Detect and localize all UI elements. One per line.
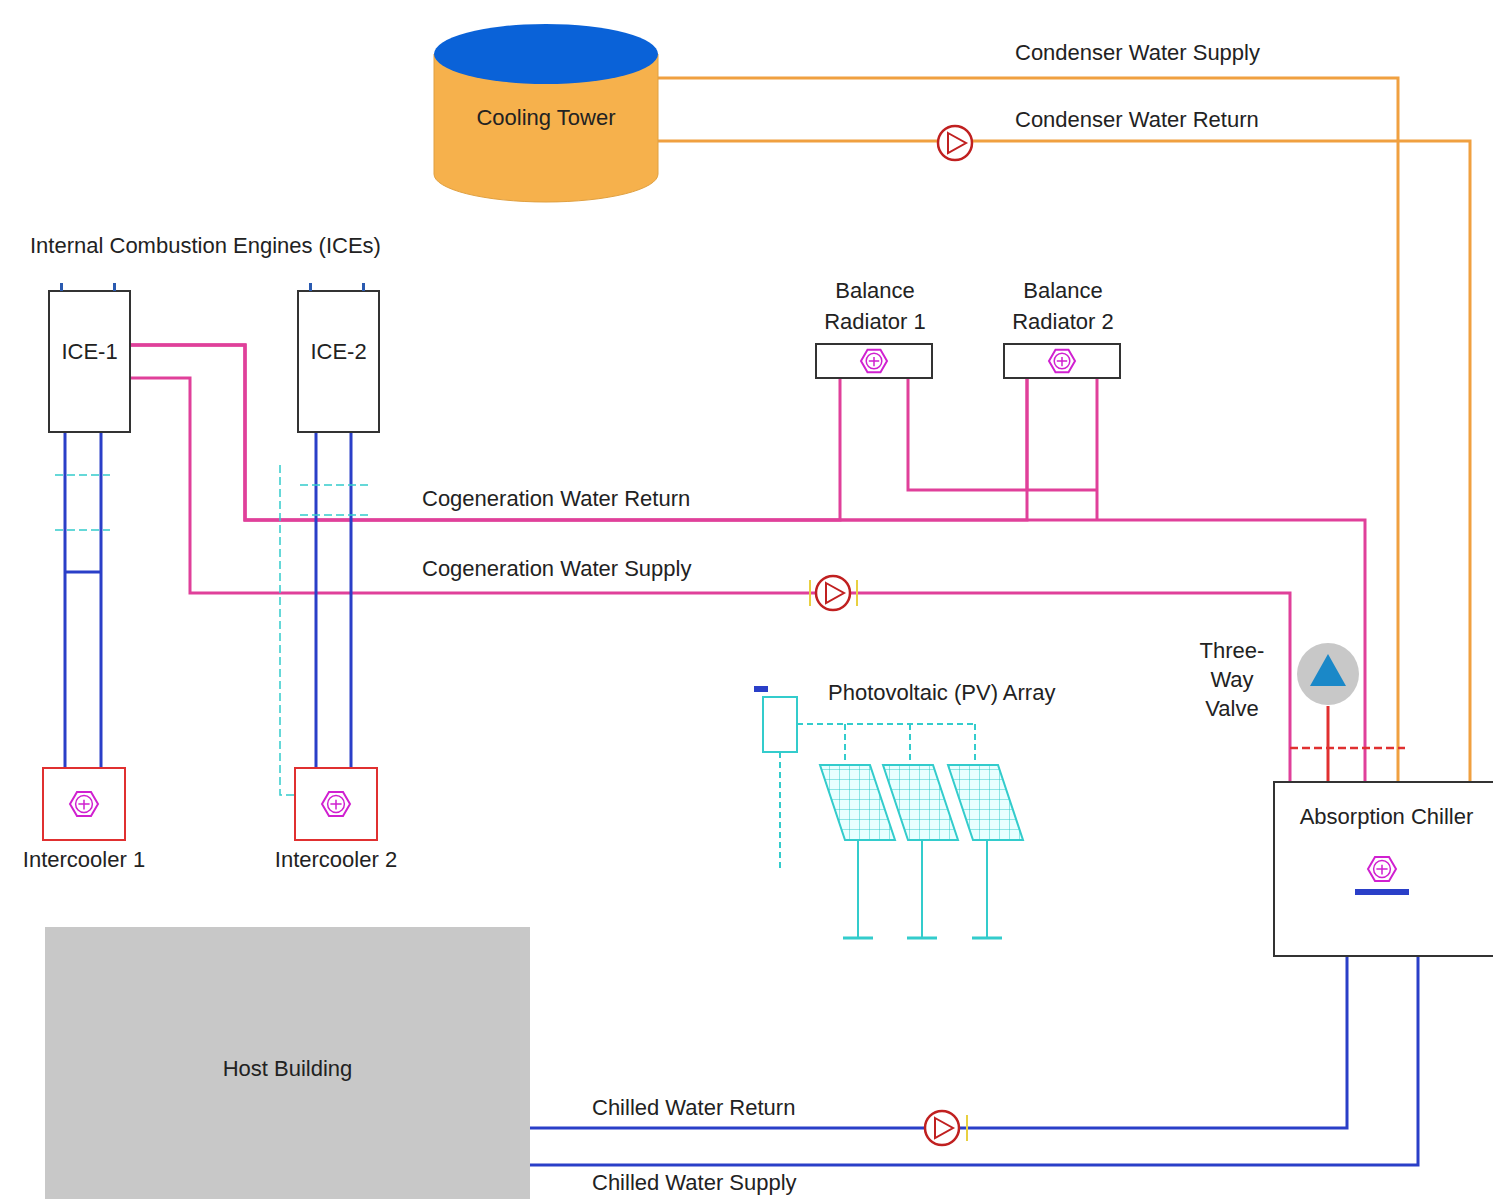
- equipment-cooler: Intercooler 1: [6, 767, 162, 879]
- vent-cap: [60, 283, 116, 291]
- fan-ring: [328, 796, 345, 813]
- equipment-box: ICE-2: [297, 290, 380, 433]
- vent-cap: [309, 283, 365, 291]
- fan-symbol: [1047, 346, 1077, 376]
- equipment-label: ICE-2: [299, 292, 378, 366]
- fan-mark: [78, 800, 89, 810]
- hexagon: [70, 792, 98, 816]
- valve-symbol: [1296, 642, 1360, 706]
- intercooler-pipe: [65, 433, 351, 767]
- pipe-label: Condenser Water Supply: [1015, 40, 1260, 66]
- pipe-connector: [530, 957, 1418, 1165]
- equipment-label: Intercooler 1: [6, 846, 162, 874]
- pipe-connector: [131, 345, 840, 520]
- equipment-rad: Balance Radiator 2: [993, 275, 1133, 379]
- fan-mark: [869, 357, 879, 366]
- valve-link: [1290, 747, 1405, 750]
- pipe-label: Chilled Water Supply: [592, 1170, 797, 1196]
- annotation-label: Photovoltaic (PV) Array: [828, 680, 1055, 706]
- hexagon: [861, 350, 887, 373]
- radiator-box: [815, 343, 933, 379]
- pump-symbol: [925, 1111, 967, 1145]
- fan-symbol: [1366, 853, 1398, 885]
- pipe-connector: [64, 433, 67, 767]
- intercooler-box: [294, 767, 378, 841]
- valve-triangle: [1310, 654, 1346, 686]
- fan-symbol: [68, 788, 100, 820]
- equipment-tower: Cooling Tower: [432, 14, 660, 204]
- radiator-box: [1003, 343, 1121, 379]
- pipe-connector: [658, 78, 1398, 781]
- pipe-connector: [131, 378, 1290, 781]
- equipment-chiller: Absorption Chiller: [1273, 781, 1493, 957]
- equipment-label: Intercooler 2: [258, 846, 414, 874]
- intercooler-box: [42, 767, 126, 841]
- fan-mark: [330, 800, 341, 810]
- fan-ring: [1374, 861, 1391, 878]
- equipment-building: Host Building: [45, 927, 530, 1199]
- pipe-label: Chilled Water Return: [592, 1095, 795, 1121]
- tower-top: [434, 24, 658, 84]
- annotation-label: Internal Combustion Engines (ICEs): [30, 233, 381, 259]
- pv-array: [754, 686, 1023, 938]
- equipment-box: ICE-1: [48, 290, 131, 433]
- hexagon: [322, 792, 350, 816]
- fan-symbol: [859, 346, 889, 376]
- equipment-label: Three-Way Valve: [1188, 636, 1276, 723]
- fan-ring: [1054, 353, 1070, 369]
- valve-disc: [1297, 643, 1359, 705]
- fan-mark: [1057, 357, 1067, 366]
- pump-symbol: [938, 126, 972, 160]
- equipment-label: Cooling Tower: [432, 14, 660, 131]
- equipment-label: Balance Radiator 1: [805, 275, 945, 337]
- equipment-label: ICE-1: [50, 292, 129, 366]
- radiator-pipe: [908, 379, 1097, 520]
- fan-mark: [1376, 865, 1387, 875]
- equipment-label: Balance Radiator 2: [993, 275, 1133, 337]
- capacity-tag: [1355, 889, 1409, 895]
- fan-symbol: [320, 788, 352, 820]
- fan-ring: [866, 353, 882, 369]
- pipe-label: Cogeneration Water Return: [422, 486, 690, 512]
- hexagon: [1049, 350, 1075, 373]
- equipment-valve: Three-Way Valve: [1188, 636, 1366, 728]
- equipment-label: Host Building: [45, 927, 530, 1083]
- pipe-connector: [658, 141, 1470, 781]
- equipment-cooler: Intercooler 2: [258, 767, 414, 879]
- pipe-connector: [1327, 706, 1330, 781]
- hexagon: [1368, 857, 1396, 881]
- fan-ring: [76, 796, 93, 813]
- equipment-rad: Balance Radiator 1: [805, 275, 945, 379]
- pipe-connector: [315, 433, 318, 767]
- control-wire: [55, 465, 370, 795]
- equipment-label: Absorption Chiller: [1275, 783, 1493, 831]
- pump-symbol: [810, 576, 857, 610]
- pipe-label: Cogeneration Water Supply: [422, 556, 691, 582]
- pipe-connector: [530, 957, 1347, 1128]
- pipe-label: Condenser Water Return: [1015, 107, 1259, 133]
